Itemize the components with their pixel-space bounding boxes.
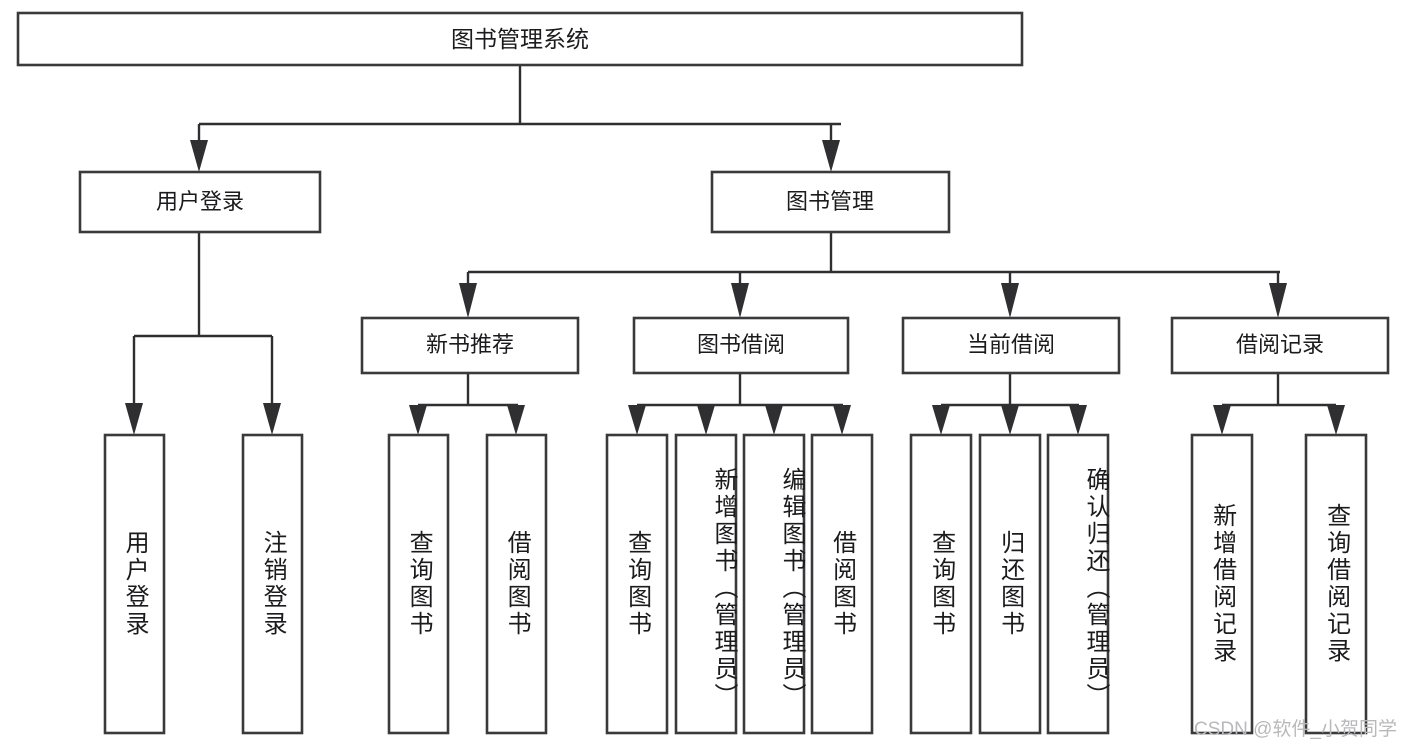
arrow-head-leaf-query-record	[1327, 405, 1345, 435]
node-current-borrow[interactable]: 当前借阅	[901, 316, 1121, 375]
leaf-box-borrow-book-2[interactable]	[810, 433, 874, 735]
arrow-head-leaf-add-book	[697, 405, 715, 435]
arrow-head-leaf-edit-book	[765, 405, 783, 435]
leaf-box-query-book-2[interactable]	[605, 433, 669, 735]
leaf-box-return-book[interactable]	[978, 433, 1042, 735]
node-borrow-record-label: 借阅记录	[1236, 332, 1324, 357]
node-user-login[interactable]: 用户登录	[78, 170, 322, 234]
connector-group-current-borrow	[932, 373, 1087, 435]
leaf-box-query-book-1[interactable]	[387, 433, 450, 735]
leaf-box-add-book[interactable]	[674, 433, 738, 735]
csdn-watermark: CSDN @软件_小贺同学	[1194, 719, 1397, 740]
arrow-head-new-book	[459, 283, 477, 318]
arrow-head-leaf-add-record	[1213, 405, 1231, 435]
node-user-login-box[interactable]	[78, 170, 322, 234]
leaf-box-add-record[interactable]	[1190, 433, 1254, 735]
connector-group-user-login	[125, 232, 281, 435]
leaf-box-user-login[interactable]	[103, 433, 166, 735]
node-book-manage-label: 图书管理	[786, 189, 874, 214]
leaf-box-edit-book[interactable]	[742, 433, 806, 735]
arrow-head-leaf-query-book-1	[409, 405, 427, 435]
leaf-box-query-record[interactable]	[1304, 433, 1368, 735]
connector-group-new-book	[409, 373, 525, 435]
node-borrow-record-box[interactable]	[1170, 316, 1390, 375]
arrow-head-leaf-query-book-3	[932, 405, 950, 435]
node-current-borrow-box[interactable]	[901, 316, 1121, 375]
node-new-book-recommend[interactable]: 新书推荐	[360, 316, 580, 375]
connector-group-book-borrow	[628, 373, 851, 435]
leaf-box-confirm-return[interactable]	[1046, 433, 1110, 735]
arrow-head-book-manage	[822, 140, 840, 172]
node-book-borrow-label: 图书借阅	[697, 332, 785, 357]
leaf-box-logout[interactable]	[241, 433, 304, 735]
node-root-box[interactable]	[16, 11, 1024, 67]
node-root-system[interactable]: 图书管理系统	[16, 11, 1024, 67]
node-user-login-label: 用户登录	[156, 189, 244, 214]
node-borrow-record[interactable]: 借阅记录	[1170, 316, 1390, 375]
connector-group-book-manage	[459, 232, 1287, 318]
arrow-head-user-login	[190, 140, 208, 172]
connector-group-borrow-record	[1213, 373, 1345, 435]
arrow-head-book-borrow	[731, 283, 749, 318]
node-book-manage-box[interactable]	[710, 170, 951, 234]
arrow-head-leaf-borrow-book-2	[833, 405, 851, 435]
leaf-box-query-book-3[interactable]	[909, 433, 973, 735]
node-new-book-recommend-label: 新书推荐	[426, 332, 514, 357]
node-current-borrow-label: 当前借阅	[967, 332, 1055, 357]
arrow-head-leaf-confirm-return	[1069, 405, 1087, 435]
node-book-borrow[interactable]: 图书借阅	[632, 316, 850, 375]
arrow-head-leaf-query-book-2	[628, 405, 646, 435]
arrow-head-borrow-record	[1269, 283, 1287, 318]
node-book-manage[interactable]: 图书管理	[710, 170, 951, 234]
node-root-label: 图书管理系统	[451, 26, 589, 52]
leaf-box-borrow-book-1[interactable]	[485, 433, 548, 735]
arrow-head-leaf-borrow-book-1	[507, 405, 525, 435]
connector-group-root	[190, 65, 841, 172]
node-new-book-recommend-box[interactable]	[360, 316, 580, 375]
arrow-head-current-borrow	[1001, 283, 1019, 318]
node-book-borrow-box[interactable]	[632, 316, 850, 375]
arrow-head-leaf-logout	[263, 403, 281, 435]
arrow-head-leaf-user-login	[125, 403, 143, 435]
arrow-head-leaf-return-book	[1001, 405, 1019, 435]
